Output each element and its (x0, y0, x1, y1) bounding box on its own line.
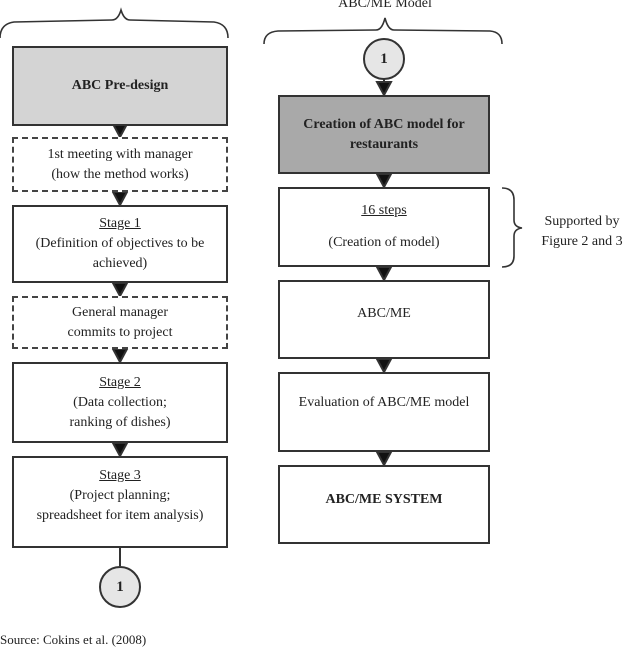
right-header-brace (263, 17, 503, 45)
stage-3-box: Stage 3 (Project planning; spreadsheet f… (12, 456, 228, 548)
creation-line-2: restaurants (349, 136, 419, 152)
connector-circle-bottom: 1 (99, 566, 141, 608)
source-caption: Source: Cokins et al. (2008) (0, 632, 147, 647)
abc-me-system-label: ABC/ME SYSTEM (325, 491, 443, 507)
connector-circle-top: 1 (363, 38, 405, 80)
creation-line-1: Creation of ABC model for (303, 116, 465, 132)
sixteen-steps-box: 16 steps (Creation of model) (278, 187, 490, 267)
stage-2-box: Stage 2 (Data collection; ranking of dis… (12, 362, 228, 443)
evaluation-box: Evaluation of ABC/ME model (278, 372, 490, 452)
creation-abc-model-box: Creation of ABC model for restaurants (278, 95, 490, 174)
supported-by-note: Supported by Figure 2 and 3 (528, 212, 636, 252)
manager-commits-line-2: commits to project (67, 324, 173, 340)
evaluation-label: Evaluation of ABC/ME model (298, 395, 470, 410)
right-arrows (375, 78, 393, 468)
steps-side-brace (501, 187, 523, 268)
manager-commits-box: General manager commits to project (12, 296, 228, 349)
first-meeting-line-2: (how the method works) (51, 166, 189, 182)
abc-me-box: ABC/ME (278, 280, 490, 359)
first-meeting-box: 1st meeting with manager (how the method… (12, 137, 228, 192)
supported-by-line-1: Supported by (544, 214, 620, 229)
left-header-brace (0, 7, 229, 39)
stage-1-line-2: achieved) (92, 256, 148, 271)
stage-2-line-2: ranking of dishes) (69, 414, 171, 430)
abc-predesign-label: ABC Pre-design (71, 78, 169, 93)
stage-1-line-1: (Definition of objectives to be (35, 236, 205, 251)
manager-commits-line-1: General manager (72, 304, 168, 320)
supported-by-line-2: Figure 2 and 3 (541, 234, 623, 249)
abc-me-system-box: ABC/ME SYSTEM (278, 465, 490, 544)
first-meeting-line-1: 1st meeting with manager (47, 146, 193, 162)
stage-2-line-1: (Data collection; (73, 394, 167, 410)
right-column-header: ABC/ME Model (338, 0, 432, 11)
stage-1-title: Stage 1 (99, 216, 141, 231)
stage-3-title: Stage 3 (99, 468, 141, 483)
stage-3-line-1: (Project planning; (69, 488, 171, 503)
sixteen-steps-title: 16 steps (361, 203, 407, 218)
stage-3-line-2: spreadsheet for item analysis) (36, 508, 204, 523)
stage-1-box: Stage 1 (Definition of objectives to be … (12, 205, 228, 283)
stage-2-title: Stage 2 (99, 374, 141, 390)
abc-predesign-box: ABC Pre-design (12, 46, 228, 126)
sixteen-steps-sub: (Creation of model) (328, 235, 440, 250)
abc-me-label: ABC/ME (357, 306, 411, 321)
